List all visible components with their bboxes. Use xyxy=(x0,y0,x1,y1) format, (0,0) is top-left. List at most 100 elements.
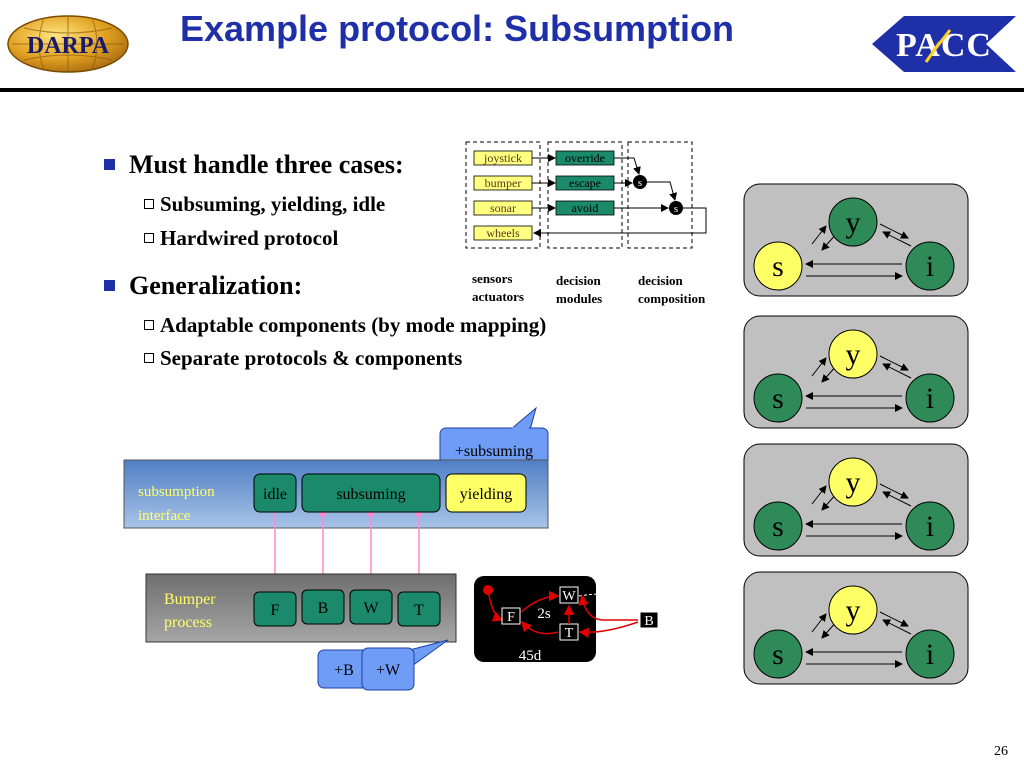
node-t: T xyxy=(559,623,579,641)
bullet-generalization: Generalization: xyxy=(104,271,302,301)
state-f: F xyxy=(253,591,297,627)
page-number: 26 xyxy=(994,744,1008,759)
mode-label: yielding xyxy=(460,486,512,503)
callout-text: +W xyxy=(376,662,401,679)
node-b: B xyxy=(639,611,659,629)
state-s-label: s xyxy=(772,382,784,415)
module-label: avoid xyxy=(572,201,599,215)
state-s-label: s xyxy=(772,638,784,671)
sub-bullet: Subsuming, yielding, idle xyxy=(144,192,385,217)
composer-label: s xyxy=(674,203,678,215)
state-label: B xyxy=(318,600,329,617)
timing-diagram: W F T B 2s 45d xyxy=(474,576,659,664)
state-i: i xyxy=(905,373,955,423)
state-y: y xyxy=(828,457,878,507)
mode-idle: idle xyxy=(253,473,297,513)
caption-decision-composition: decision composition xyxy=(638,272,705,308)
sensor-label: sonar xyxy=(490,201,516,215)
actuator-box: wheels xyxy=(473,225,533,241)
bullet-text: Must handle three cases: xyxy=(129,150,404,179)
state-s: s xyxy=(753,501,803,551)
caption-line: decision xyxy=(638,273,683,288)
bullet-must-handle: Must handle three cases: xyxy=(104,150,404,180)
slide-title: Example protocol: Subsumption xyxy=(180,8,735,49)
pacc-logo: PACC xyxy=(866,12,1020,76)
state-s: s xyxy=(753,629,803,679)
state-y: y xyxy=(828,585,878,635)
darpa-logo-text: DARPA xyxy=(27,33,110,59)
mode-mapping-diagram: +subsuming subsumption interface idle su… xyxy=(123,406,549,691)
callout-bw: +B +W xyxy=(317,639,449,691)
composer-node: s xyxy=(633,175,647,189)
state-i: i xyxy=(905,241,955,291)
state-t: T xyxy=(397,591,441,627)
state-i-label: i xyxy=(926,250,934,283)
state-label: W xyxy=(363,600,379,617)
module-label: override xyxy=(565,151,605,165)
state-machine-panel: y s i xyxy=(743,571,969,685)
architecture-diagram: joystick bumper sonar wheels override es… xyxy=(465,141,707,249)
sub-bullet-text: Hardwired protocol xyxy=(160,226,339,250)
sensor-label: bumper xyxy=(485,176,522,190)
state-w: W xyxy=(349,589,393,625)
state-y: y xyxy=(828,197,878,247)
node-label: T xyxy=(565,626,574,641)
interface-label: interface xyxy=(138,508,191,524)
state-machine-panel: y s i xyxy=(743,183,969,297)
state-y-label: y xyxy=(846,466,861,499)
sub-bullet-text: Subsuming, yielding, idle xyxy=(160,192,386,216)
composer-label: s xyxy=(638,177,642,189)
sensor-label: joystick xyxy=(483,151,522,165)
state-b: B xyxy=(301,589,345,625)
process-label: process xyxy=(164,614,212,631)
state-i-label: i xyxy=(926,638,934,671)
mode-label: subsuming xyxy=(336,486,405,503)
state-i-label: i xyxy=(926,382,934,415)
module-label: escape xyxy=(569,176,601,190)
hollow-square-icon xyxy=(144,353,154,364)
state-label: T xyxy=(414,602,424,619)
sensor-box: joystick xyxy=(473,150,533,166)
module-box: escape xyxy=(555,175,615,191)
state-y-label: y xyxy=(846,338,861,371)
state-s-label: s xyxy=(772,510,784,543)
sensor-box: sonar xyxy=(473,200,533,216)
node-label: F xyxy=(507,610,515,625)
state-y-label: y xyxy=(846,594,861,627)
timing-label-45d: 45d xyxy=(519,648,542,664)
state-i: i xyxy=(905,501,955,551)
title-rule xyxy=(0,88,1024,92)
mode-yielding: yielding xyxy=(445,473,527,513)
sub-bullet: Separate protocols & components xyxy=(144,346,462,371)
caption-decision-modules: decision modules xyxy=(556,272,602,308)
state-s-label: s xyxy=(772,250,784,283)
module-box: avoid xyxy=(555,200,615,216)
pacc-logo-text: PACC xyxy=(896,27,992,64)
sub-bullet-text: Adaptable components (by mode mapping) xyxy=(160,313,547,337)
caption-sensors-actuators: sensors actuators xyxy=(472,270,524,306)
node-label: W xyxy=(562,589,576,604)
hollow-square-icon xyxy=(144,320,154,331)
sub-bullet: Hardwired protocol xyxy=(144,226,338,251)
callout-subsuming: +subsuming xyxy=(439,406,549,469)
darpa-logo: DARPA xyxy=(4,14,132,74)
sub-bullet-text: Separate protocols & components xyxy=(160,346,463,370)
interface-label: subsumption xyxy=(138,484,215,500)
composer-node: s xyxy=(669,201,683,215)
caption-line: modules xyxy=(556,291,603,306)
bullet-text: Generalization: xyxy=(129,271,303,300)
callout-text: +B xyxy=(334,662,354,679)
process-label: Bumper xyxy=(164,591,216,608)
caption-line: sensors xyxy=(472,271,513,286)
state-i-label: i xyxy=(926,510,934,543)
caption-line: actuators xyxy=(472,289,524,304)
mode-subsuming: subsuming xyxy=(301,473,441,513)
state-machine-panel: y s i xyxy=(743,315,969,429)
module-box: override xyxy=(555,150,615,166)
state-s: s xyxy=(753,241,803,291)
node-label: B xyxy=(644,614,653,629)
state-machine-panels: y s i y s i xyxy=(743,183,969,685)
bullet-square-icon xyxy=(104,279,115,291)
actuator-label: wheels xyxy=(486,226,520,240)
sensor-box: bumper xyxy=(473,175,533,191)
